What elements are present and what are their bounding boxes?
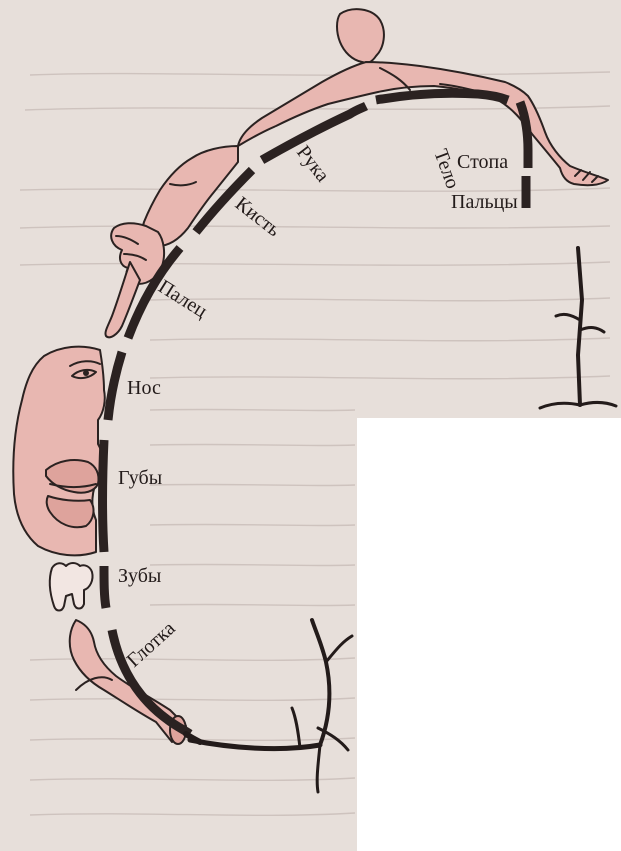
label-toes: Пальцы — [451, 191, 518, 213]
label-nose: Нос — [127, 377, 161, 399]
label-teeth: Зубы — [118, 565, 161, 587]
arc-segment-teeth — [104, 566, 106, 608]
label-foot: Стопа — [457, 151, 508, 173]
arc-segment-lips — [103, 440, 105, 552]
label-lips: Губы — [118, 467, 162, 489]
